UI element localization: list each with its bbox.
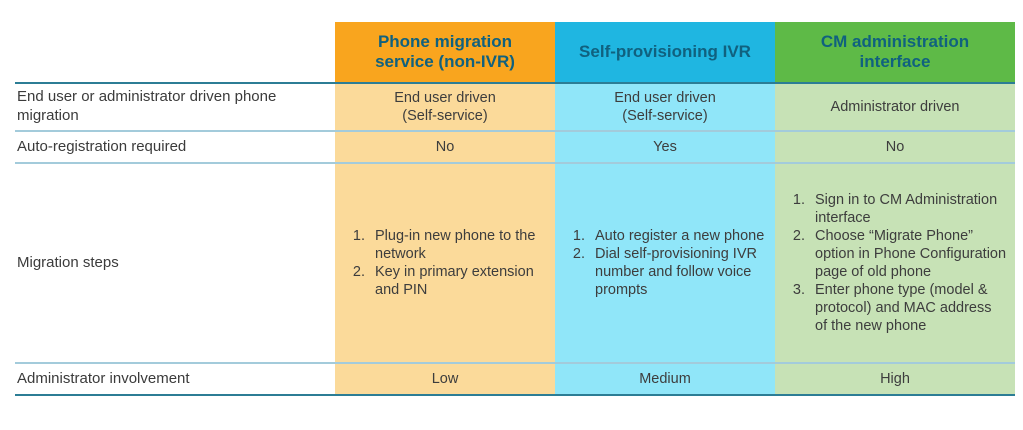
migration-steps-list-col2: Auto register a new phone Dial self-prov… [555,227,775,300]
cell-migration-steps-col3: Sign in to CM Administration interface C… [775,162,1015,362]
row-label-migration-steps: Migration steps [15,162,335,362]
cell-admin-involvement-col2: Medium [555,362,775,396]
migration-step: Sign in to CM Administration interface [809,191,1007,227]
cell-driven-col1: End user driven (Self-service) [335,82,555,130]
column-header-cm-administration-interface: CM administration interface [775,22,1015,82]
column-header-self-provisioning-ivr: Self-provisioning IVR [555,22,775,82]
row-label-auto-registration: Auto-registration required [15,130,335,162]
migration-steps-list-col1: Plug-in new phone to the network Key in … [335,227,555,300]
migration-step: Dial self-provisioning IVR number and fo… [589,245,767,299]
column-header-phone-migration-service: Phone migration service (non-IVR) [335,22,555,82]
cell-driven-col3: Administrator driven [775,82,1015,130]
migration-step: Choose “Migrate Phone” option in Phone C… [809,227,1007,281]
row-label-driven-phone-migration: End user or administrator driven phone m… [15,82,335,130]
cell-auto-registration-col1: No [335,130,555,162]
cell-migration-steps-col1: Plug-in new phone to the network Key in … [335,162,555,362]
migration-step: Enter phone type (model & protocol) and … [809,281,1007,335]
cell-driven-col2: End user driven (Self-service) [555,82,775,130]
header-spacer [15,22,335,82]
cell-migration-steps-col2: Auto register a new phone Dial self-prov… [555,162,775,362]
cell-auto-registration-col2: Yes [555,130,775,162]
comparison-table: Phone migration service (non-IVR) Self-p… [15,22,1015,396]
cell-admin-involvement-col3: High [775,362,1015,396]
row-label-admin-involvement: Administrator involvement [15,362,335,396]
migration-steps-list-col3: Sign in to CM Administration interface C… [775,191,1015,336]
migration-step: Plug-in new phone to the network [369,227,547,263]
cell-admin-involvement-col1: Low [335,362,555,396]
migration-step: Key in primary extension and PIN [369,263,547,299]
cell-auto-registration-col3: No [775,130,1015,162]
migration-step: Auto register a new phone [589,227,767,245]
